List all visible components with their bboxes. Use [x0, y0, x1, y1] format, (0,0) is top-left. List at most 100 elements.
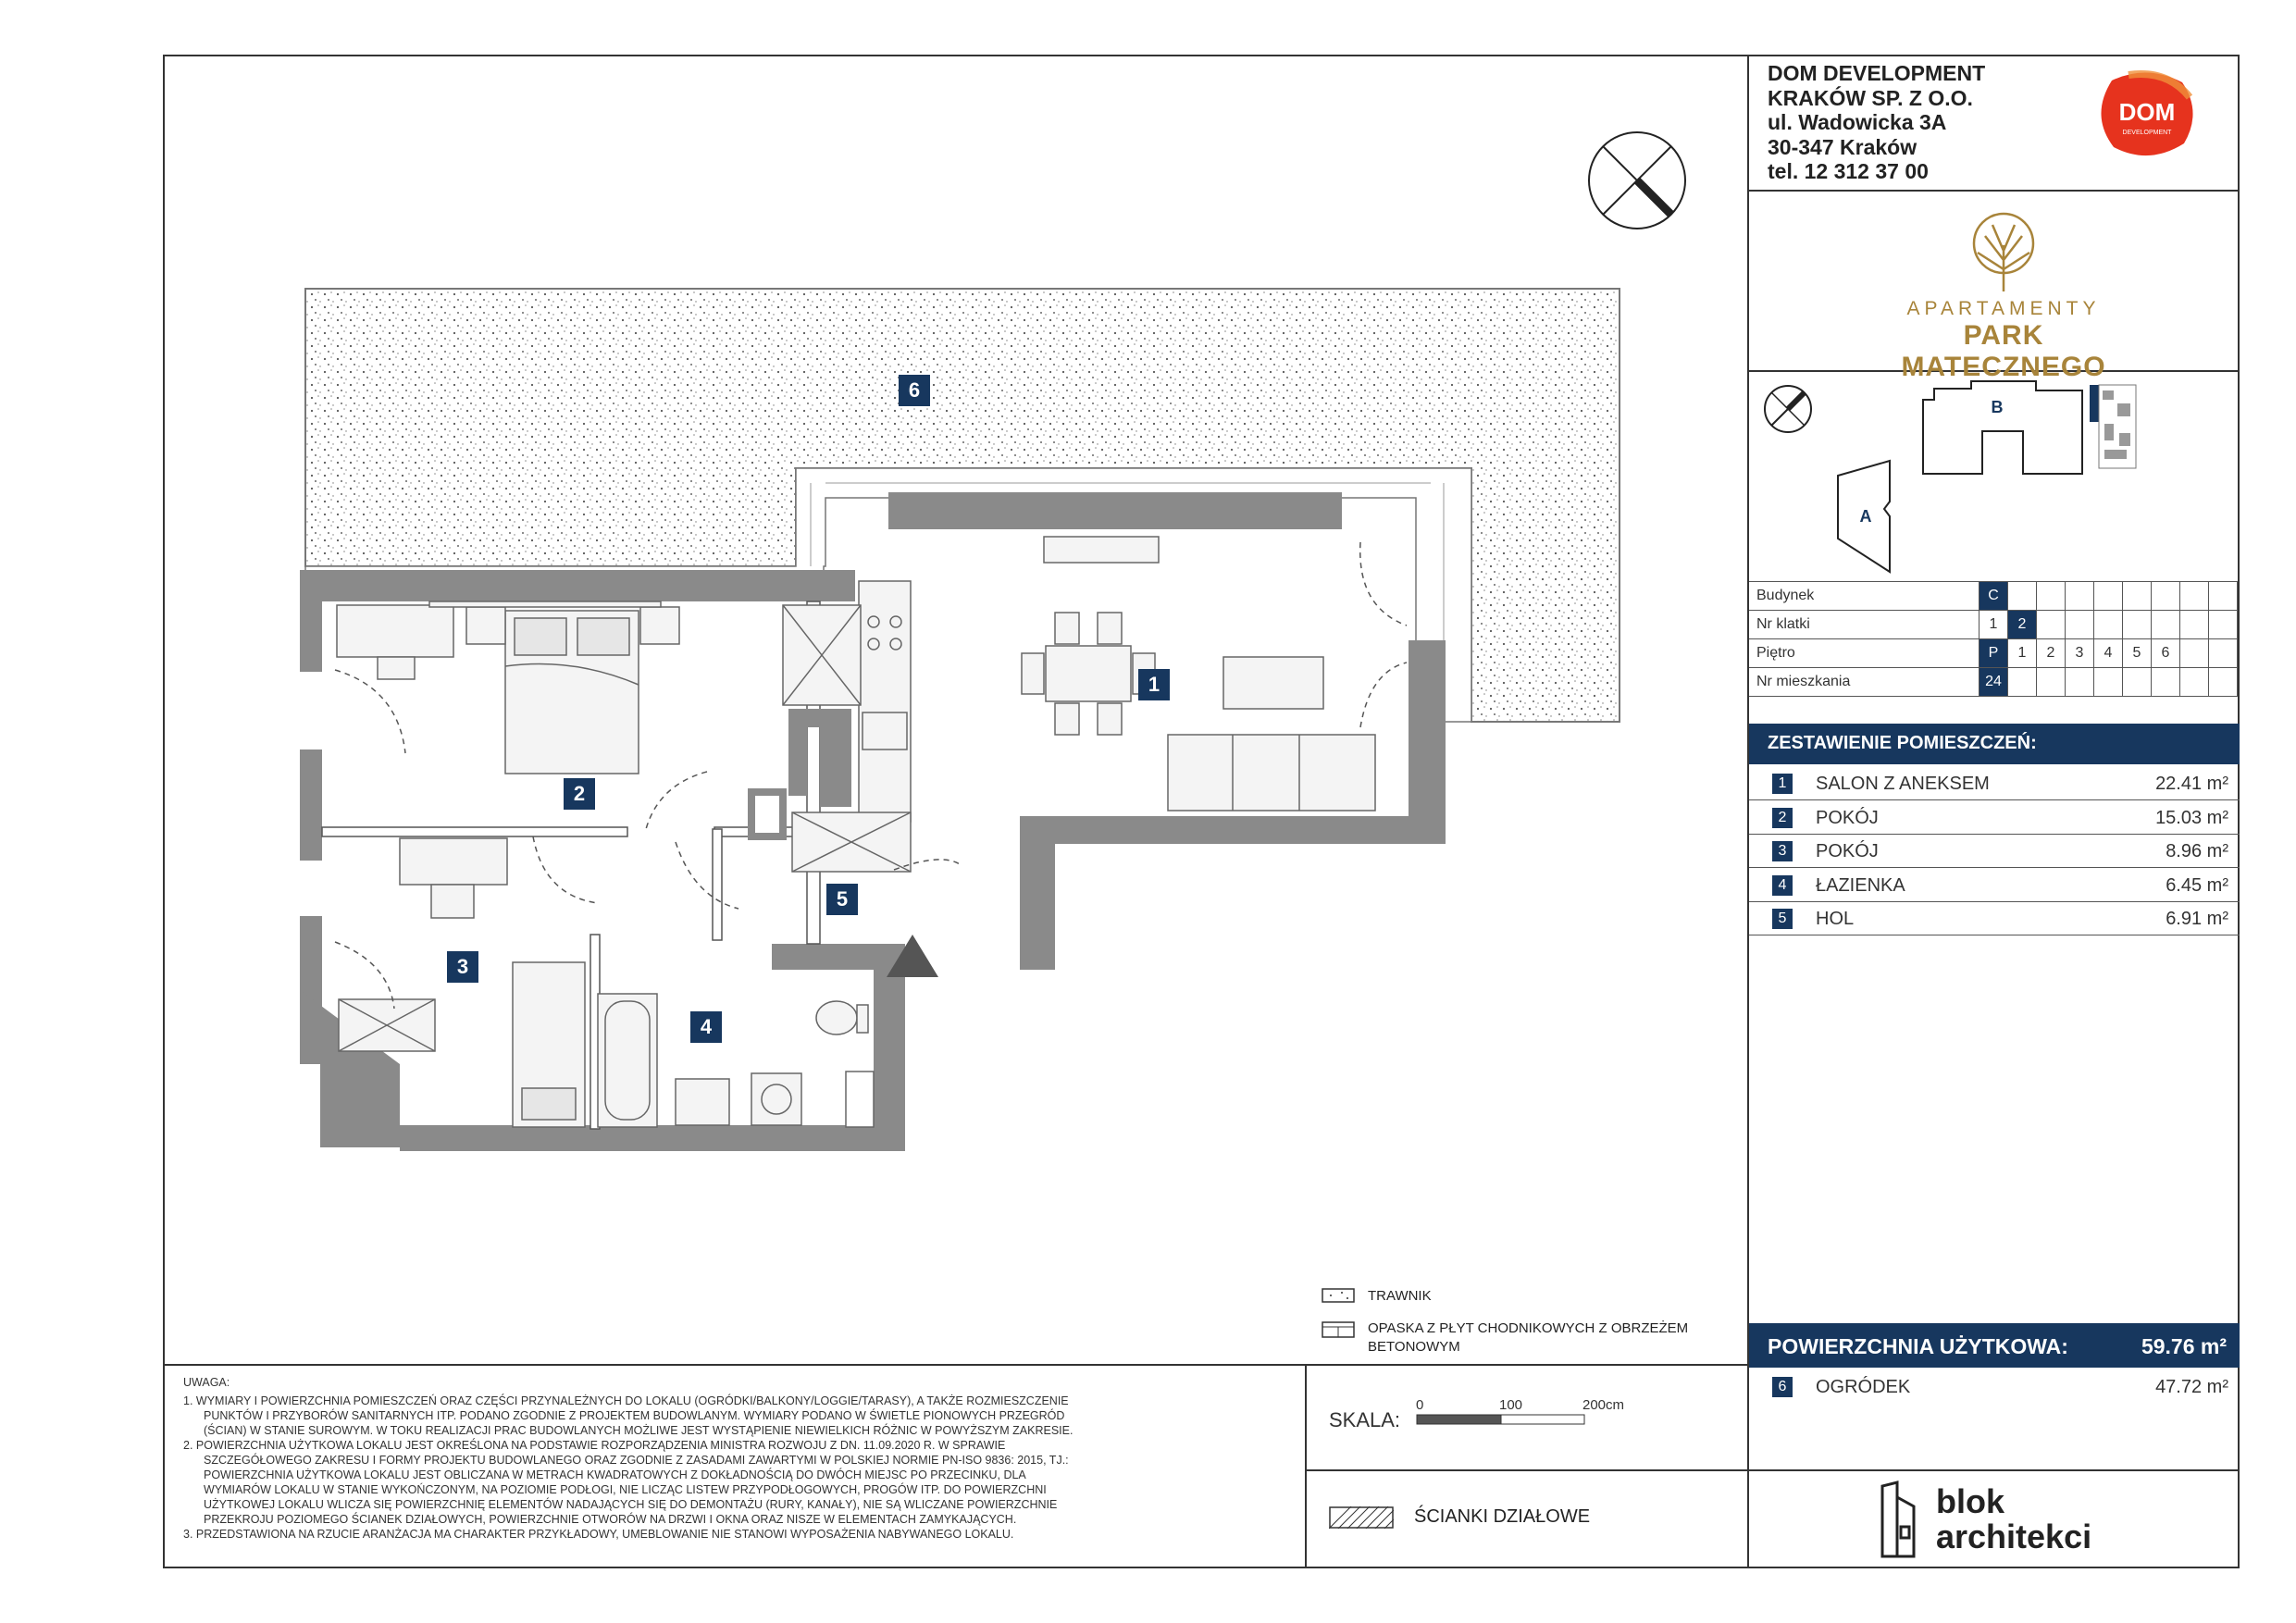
room-area: 8.96 m² [2166, 841, 2228, 861]
architect-line1: blok [1936, 1482, 2005, 1520]
building-a-label: A [1860, 507, 1872, 526]
garden-row: 6 OGRÓDEK 47.72 m² [1749, 1369, 2240, 1403]
bathroom-fixtures [597, 993, 875, 1128]
project-logo: APARTAMENTY PARK MATECZNEGO [1865, 298, 2142, 383]
room-area: 22.41 m² [2155, 774, 2228, 794]
room-number: 1 [1772, 774, 1793, 794]
info-cell: 4 [2093, 638, 2123, 668]
door-swings [334, 541, 1408, 1010]
info-cell: 5 [2122, 638, 2152, 668]
company-phone: tel. 12 312 37 00 [1768, 159, 1929, 183]
dom-logo-subtext: DEVELOPMENT [2123, 130, 2173, 136]
kitchen-fixtures [782, 580, 912, 873]
room-area: 6.45 m² [2166, 874, 2228, 896]
building-c-mini-plan [2090, 384, 2137, 469]
project-logo-line2: PARK MATECZNEGO [1901, 320, 2106, 382]
garden-divider [1747, 1469, 2240, 1471]
info-cell [2179, 638, 2209, 668]
scale-tick-100: 100 [1499, 1397, 1523, 1413]
info-cell [2208, 610, 2238, 639]
dom-development-logo: DOM DEVELOPMENT [2101, 70, 2193, 156]
info-cell [2179, 610, 2209, 639]
plan-tag-1: 1 [1138, 669, 1170, 700]
room-name: HOL [1816, 909, 1855, 929]
company-name-2: KRAKÓW SP. Z O.O. [1768, 85, 1973, 110]
room-row: 1 SALON Z ANEKSEM 22.41 m² [1749, 766, 2240, 800]
dom-logo-text: DOM [2119, 98, 2176, 126]
room-row: 2 POKÓJ 15.03 m² [1749, 800, 2240, 835]
info-cell [2122, 581, 2152, 611]
note-line: PUNKTÓW I PRZYBORÓW SANITARNYCH ITP. POD… [204, 1409, 1065, 1422]
scale-divider [1305, 1364, 1307, 1568]
room-area: 6.91 m² [2166, 909, 2228, 929]
info-cell [2007, 667, 2037, 697]
lawn-legend-swatch [1322, 1288, 1355, 1303]
north-compass-icon [1588, 131, 1686, 229]
project-logo-line1: APARTAMENTY [1906, 298, 2101, 319]
info-cell [2065, 667, 2094, 697]
building-b-label: B [1992, 398, 2004, 416]
drawing-frame [163, 55, 2240, 1568]
building-a-outline [1837, 459, 1891, 574]
info-row-label: Piętro [1749, 638, 1980, 668]
info-cell [2093, 581, 2123, 611]
room-number: 2 [1772, 807, 1793, 828]
room-area: 15.03 m² [2155, 807, 2228, 828]
paving-legend-line2: BETONOWYM [1368, 1339, 1460, 1355]
tree-emblem-icon [1972, 212, 2035, 291]
sidebar-divider [1747, 55, 1749, 1568]
info-cell: P [1979, 638, 2008, 668]
living-room-furniture [1021, 536, 1376, 812]
room-name: SALON Z ANEKSEM [1816, 774, 1990, 794]
plan-tag-4: 4 [690, 1011, 722, 1043]
note-line: 3. PRZEDSTAWIONA NA RZUCIE ARANŻACJA MA … [183, 1528, 1014, 1541]
garden-number: 6 [1772, 1377, 1793, 1397]
info-cell [2122, 610, 2152, 639]
info-cell [2036, 581, 2066, 611]
note-line: UŻYTKOWEJ LOKALU WLICZA SIĘ POWIERZCHNIĘ… [204, 1498, 1058, 1511]
info-cell [2036, 667, 2066, 697]
notes-divider [163, 1364, 1747, 1366]
room-name: ŁAZIENKA [1816, 874, 1905, 896]
info-cell [2007, 581, 2037, 611]
plan-tag-5: 5 [826, 884, 858, 915]
info-row-label: Nr mieszkania [1749, 667, 1980, 697]
notes-title: UWAGA: [183, 1376, 230, 1389]
note-line: SZCZEGÓŁOWEGO ZAKRESU I FORMY PROJEKTU B… [204, 1454, 1069, 1467]
note-line: POWIERZCHNIA UŻYTKOWA LOKALU JEST OBLICZ… [204, 1468, 1026, 1481]
info-row-label: Budynek [1749, 581, 1980, 611]
note-line: WYMIARÓW LOKALU W STANIE WYKOŃCZONYM, NA… [204, 1483, 1047, 1496]
info-cell [2208, 638, 2238, 668]
blok-architekci-icon [1880, 1481, 1916, 1558]
total-area-bar: POWIERZCHNIA UŻYTKOWA: 59.76 m² [1749, 1323, 2240, 1368]
info-cell [2122, 667, 2152, 697]
total-area-value: 59.76 m² [2141, 1334, 2227, 1358]
info-cell: 1 [1979, 610, 2008, 639]
paving-legend-line1: OPASKA Z PŁYT CHODNIKOWYCH Z OBRZEŻEM [1368, 1320, 1689, 1336]
info-cell [2151, 581, 2180, 611]
note-line: PRZEKROJU POZIOMEGO ŚCIANEK DZIAŁOWYCH, … [204, 1513, 1017, 1526]
note-line: 1. WYMIARY I POWIERZCHNIA POMIESZCZEŃ OR… [183, 1394, 1069, 1407]
lawn-legend-label: TRAWNIK [1368, 1288, 1432, 1304]
logo-divider [1747, 370, 2240, 372]
floor-plan [300, 288, 1620, 1151]
room-name: POKÓJ [1816, 807, 1879, 828]
site-plan: B A [1764, 380, 2137, 574]
plan-tag-2: 2 [564, 778, 595, 810]
info-row-label: Nr klatki [1749, 610, 1980, 639]
architect-line2: architekci [1936, 1518, 2092, 1555]
info-cell: 3 [2065, 638, 2094, 668]
company-street: ul. Wadowicka 3A [1768, 110, 1947, 134]
scale-tick-200: 200cm [1582, 1397, 1625, 1413]
company-name-1: DOM DEVELOPMENT [1768, 61, 1986, 85]
info-cell: 1 [2007, 638, 2037, 668]
info-cell [2151, 667, 2180, 697]
company-divider [1747, 190, 2240, 192]
info-cell [2208, 667, 2238, 697]
